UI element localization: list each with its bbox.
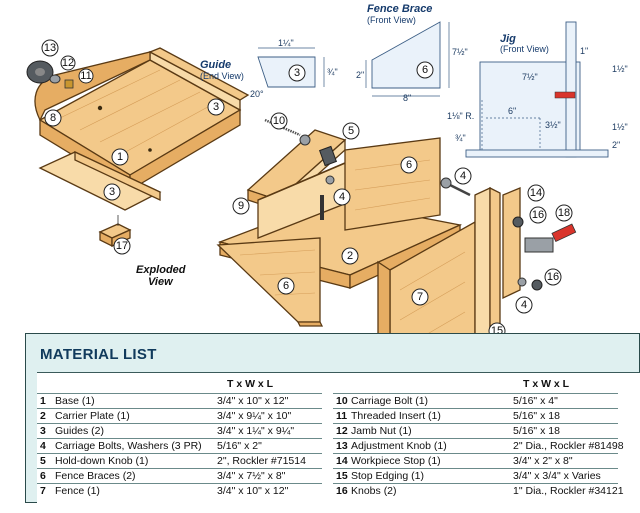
guide-detail: Guide (End View) 1¼" ¾" 20° 3 bbox=[200, 38, 338, 99]
svg-text:8: 8 bbox=[50, 112, 56, 124]
svg-text:10: 10 bbox=[273, 115, 285, 127]
jig-detail: Jig (Front View) 1" 1½" 7½" 6" 1⅛" R. 3½… bbox=[447, 21, 628, 158]
svg-text:2": 2" bbox=[612, 140, 620, 150]
exploded-view-drawing: 13 12 11 8 3 1 3 17 10 9 5 4 6 2 6 4 7 1… bbox=[26, 3, 628, 387]
exploded-view-label: Exploded bbox=[136, 264, 186, 276]
column-header: T x W x L bbox=[227, 378, 274, 390]
svg-text:9: 9 bbox=[238, 200, 244, 212]
callout-8: 8 bbox=[44, 109, 62, 127]
callout-11: 11 bbox=[78, 68, 94, 84]
svg-text:16: 16 bbox=[547, 271, 559, 283]
svg-text:(Front View): (Front View) bbox=[500, 44, 549, 54]
callout-10: 10 bbox=[270, 112, 288, 130]
svg-text:1": 1" bbox=[580, 46, 588, 56]
callout-2: 2 bbox=[341, 247, 359, 265]
svg-text:1⅛" R.: 1⅛" R. bbox=[447, 111, 474, 121]
svg-text:Jig: Jig bbox=[500, 33, 516, 45]
svg-text:Guide: Guide bbox=[200, 59, 231, 71]
svg-text:(Front View): (Front View) bbox=[367, 15, 416, 25]
callout-4a: 4 bbox=[333, 188, 351, 206]
svg-text:2": 2" bbox=[356, 70, 364, 80]
svg-text:5: 5 bbox=[348, 125, 354, 137]
svg-text:¾": ¾" bbox=[327, 67, 338, 77]
svg-text:16: 16 bbox=[532, 209, 544, 221]
svg-text:1½": 1½" bbox=[612, 122, 628, 132]
svg-text:4: 4 bbox=[521, 299, 527, 311]
svg-text:7: 7 bbox=[417, 291, 423, 303]
svg-text:20°: 20° bbox=[250, 89, 264, 99]
callout-9: 9 bbox=[232, 197, 250, 215]
svg-text:1: 1 bbox=[117, 151, 123, 163]
callout-14: 14 bbox=[527, 184, 545, 202]
svg-text:13: 13 bbox=[44, 42, 56, 54]
svg-text:1½": 1½" bbox=[612, 64, 628, 74]
callout-16a: 16 bbox=[529, 206, 547, 224]
callout-16b: 16 bbox=[544, 268, 562, 286]
svg-text:7½": 7½" bbox=[522, 72, 538, 82]
svg-text:8": 8" bbox=[403, 93, 411, 103]
svg-text:2: 2 bbox=[347, 250, 353, 262]
callout-17: 17 bbox=[113, 237, 131, 255]
callout-4c: 4 bbox=[515, 296, 533, 314]
callout-5: 5 bbox=[342, 122, 360, 140]
svg-text:¾": ¾" bbox=[455, 133, 466, 143]
svg-text:7½": 7½" bbox=[452, 47, 468, 57]
svg-text:Fence Brace: Fence Brace bbox=[367, 3, 432, 15]
svg-text:6: 6 bbox=[422, 64, 428, 76]
callout-7: 7 bbox=[411, 288, 429, 306]
part-callouts: 13 12 11 8 3 1 3 17 10 9 5 4 6 2 6 4 7 1… bbox=[41, 39, 573, 340]
svg-text:4: 4 bbox=[339, 191, 345, 203]
svg-text:6": 6" bbox=[508, 106, 516, 116]
callout-3b: 3 bbox=[103, 183, 121, 201]
callout-6a: 6 bbox=[400, 156, 418, 174]
svg-text:1¼": 1¼" bbox=[278, 38, 294, 48]
column-header: T x W x L bbox=[523, 378, 570, 390]
callout-3a: 3 bbox=[207, 98, 225, 116]
svg-text:17: 17 bbox=[116, 240, 128, 252]
exploded-view-label-2: View bbox=[148, 276, 174, 288]
callout-4b: 4 bbox=[454, 167, 472, 185]
fence-brace-lower bbox=[216, 237, 324, 327]
svg-text:3: 3 bbox=[213, 101, 219, 113]
svg-text:6: 6 bbox=[406, 159, 412, 171]
svg-text:12: 12 bbox=[62, 57, 74, 69]
svg-text:3½": 3½" bbox=[545, 120, 561, 130]
callout-6b: 6 bbox=[277, 277, 295, 295]
adjustment-knob-hardware bbox=[26, 60, 74, 89]
callout-13: 13 bbox=[41, 39, 59, 57]
svg-text:3: 3 bbox=[294, 67, 300, 79]
callout-18: 18 bbox=[555, 204, 573, 222]
callout-1: 1 bbox=[111, 148, 129, 166]
svg-text:4: 4 bbox=[460, 170, 466, 182]
callout-12: 12 bbox=[60, 55, 76, 71]
material-list-title: MATERIAL LIST bbox=[40, 346, 157, 363]
svg-text:18: 18 bbox=[558, 207, 570, 219]
svg-text:(End View): (End View) bbox=[200, 71, 244, 81]
svg-text:6: 6 bbox=[283, 280, 289, 292]
svg-text:14: 14 bbox=[530, 187, 542, 199]
fence-brace-detail: Fence Brace (Front View) 7½" 2" 8" 6 bbox=[356, 3, 468, 103]
svg-text:11: 11 bbox=[80, 70, 91, 82]
svg-text:3: 3 bbox=[109, 186, 115, 198]
